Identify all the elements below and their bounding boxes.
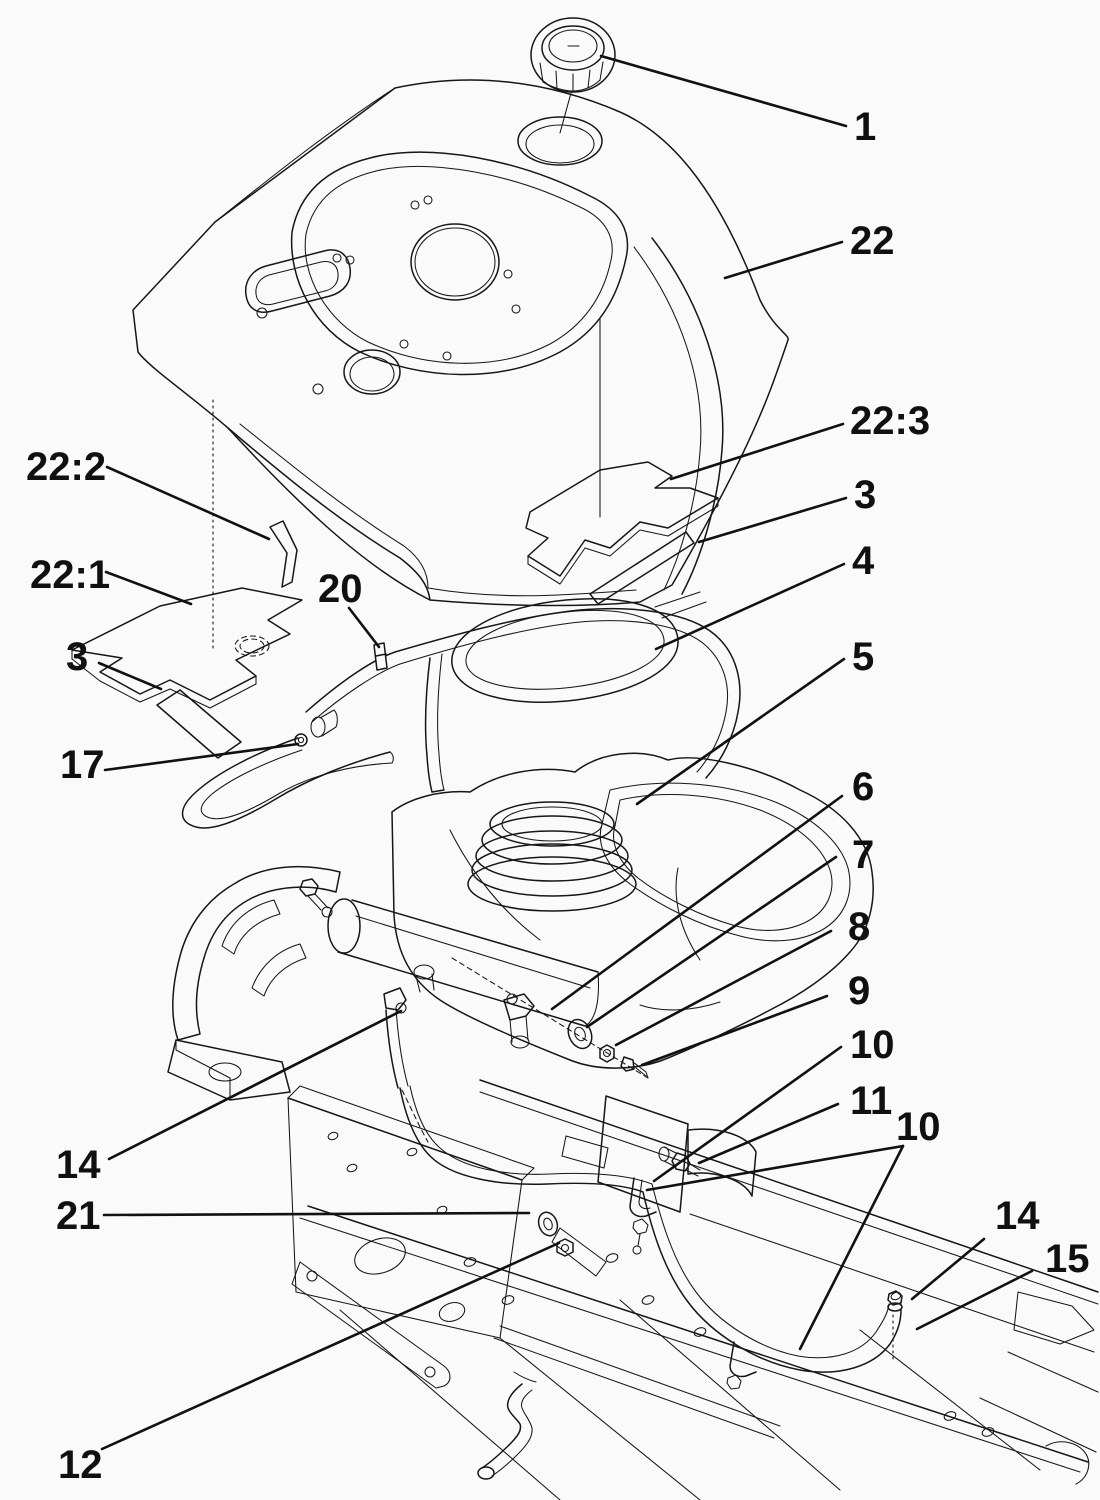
leader-line-c1 bbox=[599, 54, 848, 128]
callout-label-c4: 4 bbox=[852, 539, 875, 583]
callout-label-c9: 9 bbox=[848, 969, 870, 1013]
leader-line-c21 bbox=[102, 1211, 531, 1217]
insulation-panel-22-1 bbox=[71, 587, 303, 709]
insulation-panel-22-3 bbox=[525, 461, 719, 585]
leader-line-c9 bbox=[640, 994, 829, 1067]
fuel-hose-drawing bbox=[181, 607, 741, 829]
callout-label-c6: 6 bbox=[852, 765, 874, 809]
callout-label-c1: 1 bbox=[854, 105, 876, 149]
callout-label-c22_1: 22:1 bbox=[30, 553, 110, 597]
frame-drawing bbox=[287, 1079, 1099, 1500]
leader-line-c5 bbox=[635, 657, 846, 806]
callout-label-c22_3: 22:3 bbox=[850, 399, 930, 443]
leader-line-c10b bbox=[645, 1144, 905, 1192]
leader-line-c15 bbox=[915, 1269, 1034, 1331]
callout-label-c14r: 14 bbox=[995, 1194, 1040, 1238]
leader-line-c7 bbox=[585, 855, 838, 1029]
insulation-strip-3-right bbox=[589, 531, 695, 605]
leader-line-c8 bbox=[614, 929, 833, 1047]
leader-line-c22_2 bbox=[105, 465, 271, 541]
leader-line-c17 bbox=[103, 742, 300, 772]
callout-label-c7: 7 bbox=[852, 833, 874, 877]
leader-line-c3r bbox=[697, 496, 848, 544]
hood-drawing bbox=[132, 79, 789, 649]
callout-label-c22_2: 22:2 bbox=[26, 445, 106, 489]
callout-label-c10a: 10 bbox=[850, 1023, 895, 1067]
callout-label-c12: 12 bbox=[58, 1443, 103, 1487]
leader-line-c4 bbox=[654, 562, 846, 651]
leader-line-c14l bbox=[107, 1009, 403, 1161]
fuel-cap-drawing bbox=[530, 17, 616, 134]
fuel-line-loop-drawing bbox=[451, 591, 707, 703]
callout-label-c5: 5 bbox=[852, 635, 874, 679]
insulation-strip-3-left bbox=[156, 689, 242, 759]
callouts-layer: 12222:33456789101110141522:222:131720142… bbox=[26, 54, 1090, 1487]
callout-label-c10b: 10 bbox=[896, 1105, 941, 1149]
leader-line-c22_1 bbox=[104, 570, 193, 606]
callout-label-c21: 21 bbox=[56, 1194, 101, 1238]
leader-line-c14r bbox=[910, 1237, 986, 1301]
callout-label-c3l: 3 bbox=[66, 635, 88, 679]
leader-line-c22 bbox=[723, 240, 844, 280]
callout-label-c22: 22 bbox=[850, 219, 895, 263]
leader-line-c20 bbox=[347, 606, 381, 649]
leader-line-c3l bbox=[97, 661, 163, 691]
leader-line-c10a bbox=[652, 1045, 843, 1183]
leader-line-c11 bbox=[697, 1102, 840, 1165]
callout-label-c15: 15 bbox=[1045, 1237, 1090, 1281]
callout-label-c3r: 3 bbox=[854, 473, 876, 517]
callout-label-c14l: 14 bbox=[56, 1143, 101, 1187]
fitting-hardware-drawing bbox=[451, 957, 649, 1079]
leader-line-c6 bbox=[550, 794, 844, 1011]
support-bracket-drawing bbox=[167, 865, 599, 1101]
callout-label-c11: 11 bbox=[850, 1079, 892, 1123]
leader-line-c22_3 bbox=[669, 422, 845, 481]
callout-label-c17: 17 bbox=[60, 743, 105, 787]
leader-line-c12 bbox=[100, 1241, 561, 1451]
callout-label-c8: 8 bbox=[848, 905, 870, 949]
leader-line-c10b bbox=[798, 1144, 905, 1351]
callout-label-c20: 20 bbox=[318, 567, 363, 611]
insulation-strip-22-2 bbox=[269, 520, 298, 588]
fuel-line-frame-drawing bbox=[399, 1085, 903, 1390]
